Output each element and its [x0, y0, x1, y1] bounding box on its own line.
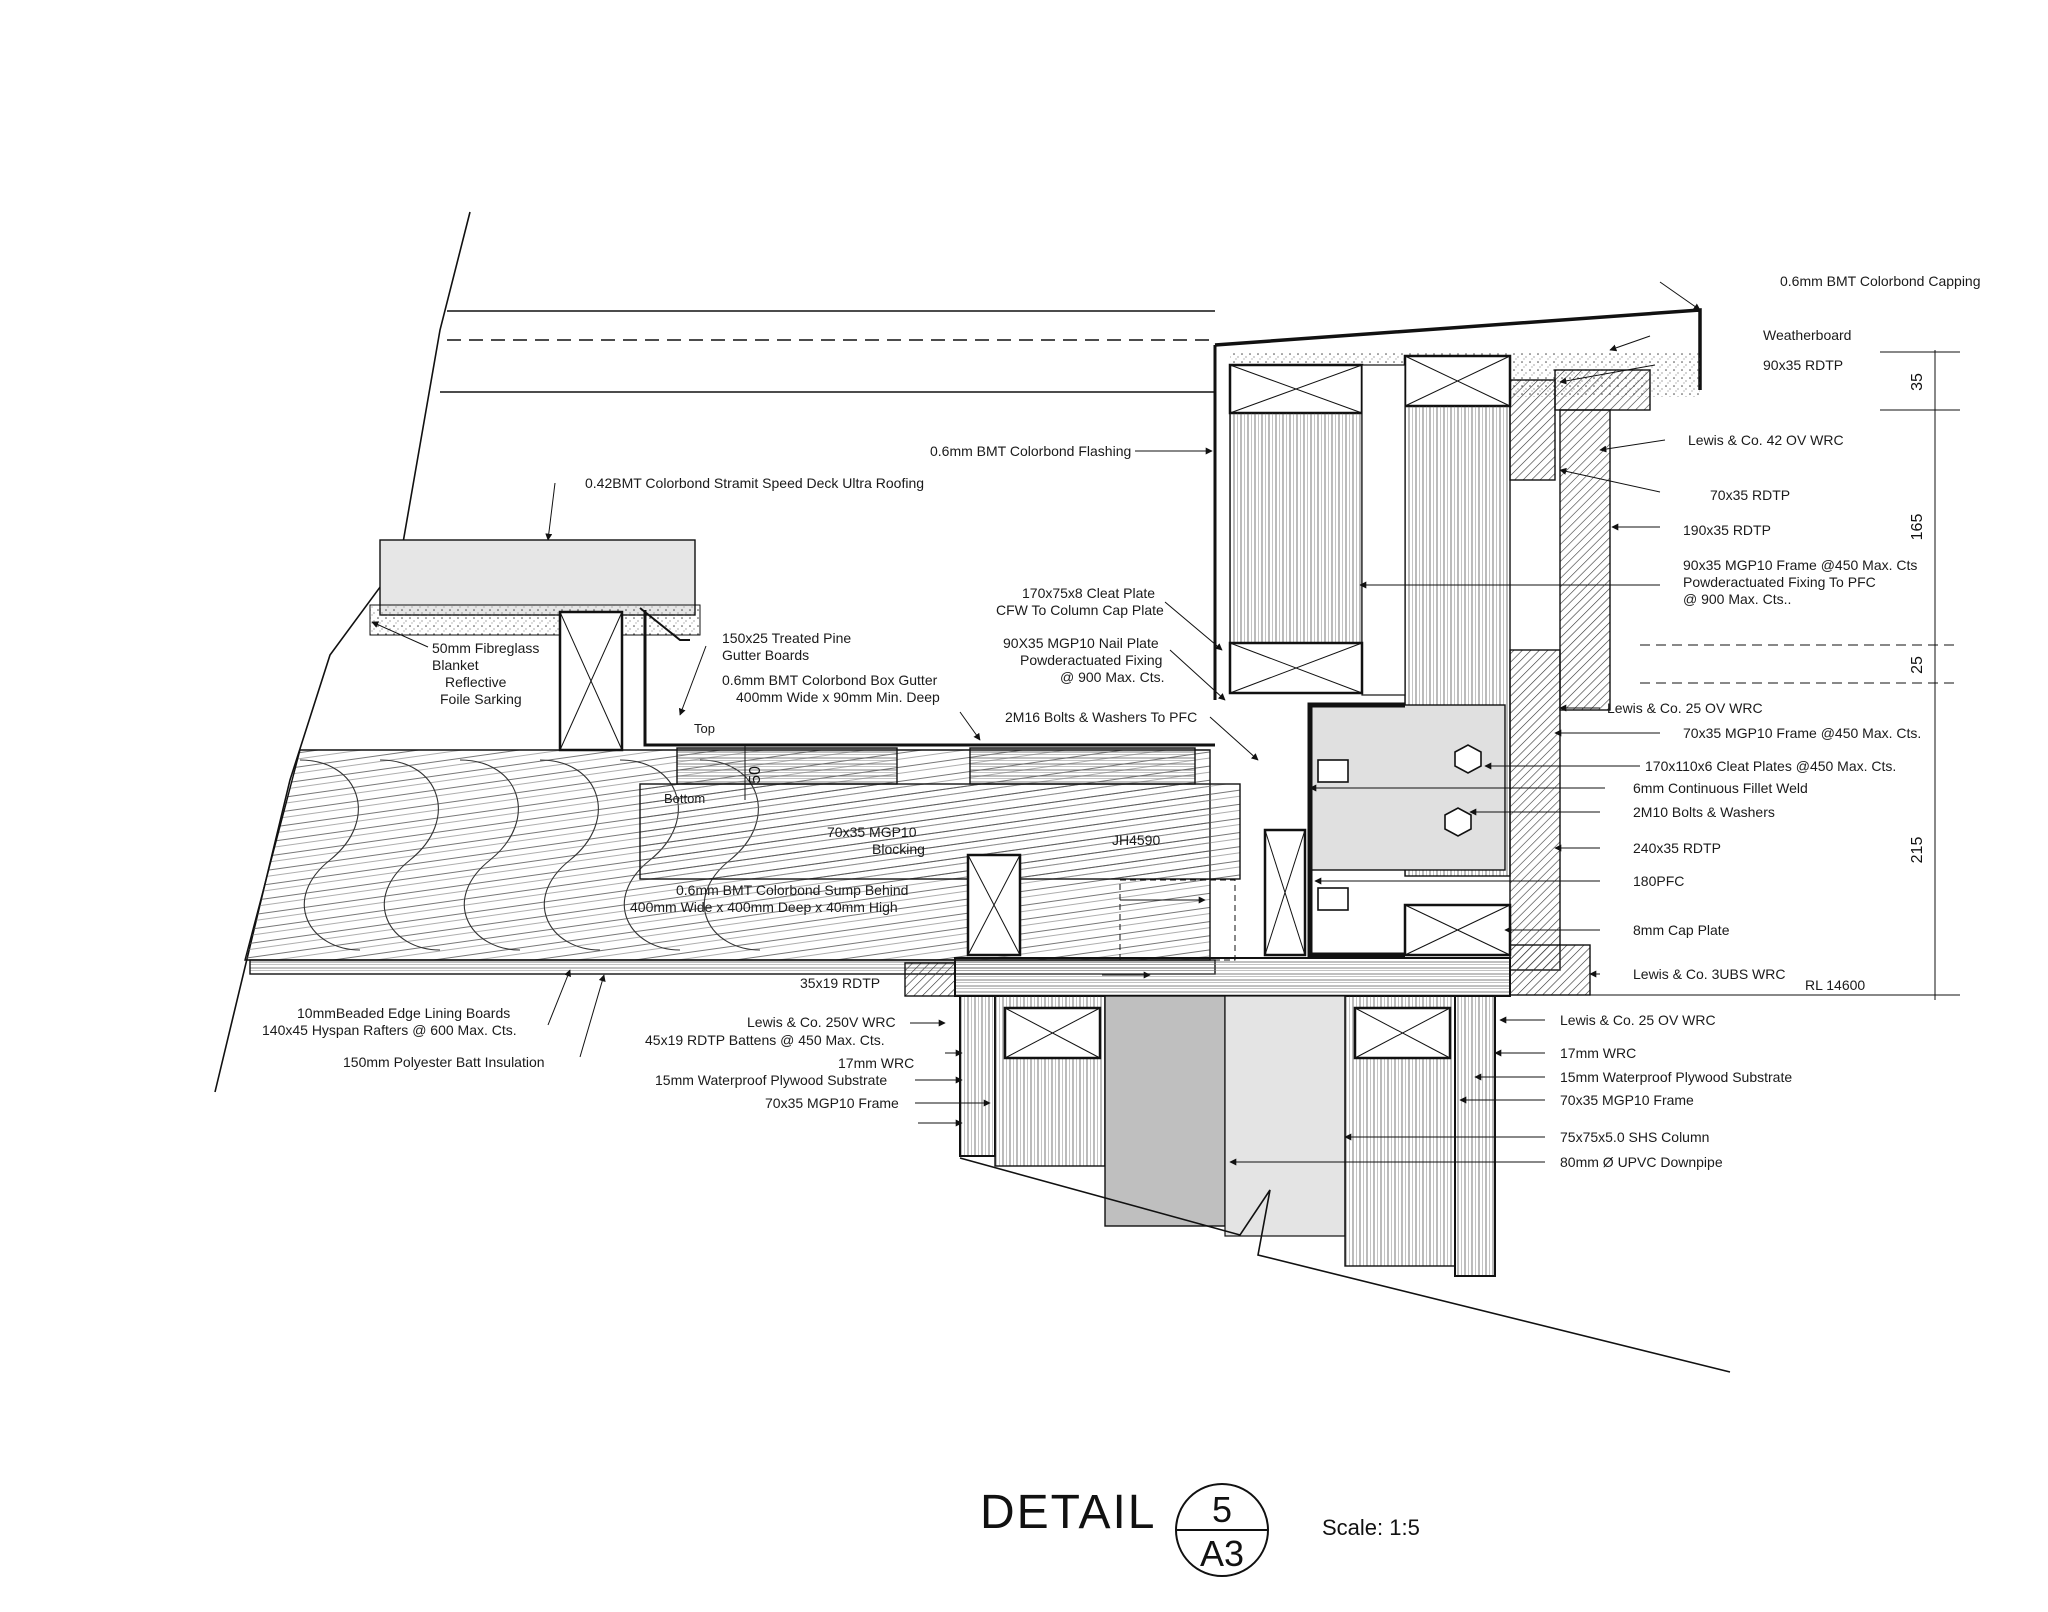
label-batt: 150mm Polyester Batt Insulation	[343, 1054, 545, 1070]
label-box-gutter-2: 400mm Wide x 90mm Min. Deep	[736, 689, 940, 705]
label-wrc17: 17mm WRC	[1560, 1045, 1636, 1061]
label-gutter-boards-2: Gutter Boards	[722, 647, 809, 663]
label-gutter-boards: 150x25 Treated Pine	[722, 630, 851, 646]
label-plywood15: 15mm Waterproof Plywood Substrate	[655, 1072, 887, 1088]
detail-scale: Scale: 1:5	[1322, 1515, 1420, 1540]
label-frame7035: 70x35 MGP10 Frame @450 Max. Cts.	[1683, 725, 1921, 741]
label-lewis42: Lewis & Co. 42 OV WRC	[1688, 432, 1844, 448]
label-blanket-2: Blanket	[432, 657, 479, 673]
label-blanket-3: Reflective	[445, 674, 507, 690]
left-annotations: 0.42BMT Colorbond Stramit Speed Deck Ult…	[262, 443, 1197, 1111]
label-rdtp9035: 90x35 RDTP	[1763, 357, 1843, 373]
label-rdtp-3519: 35x19 RDTP	[800, 975, 880, 991]
label-cleats: 170x110x6 Cleat Plates @450 Max. Cts.	[1645, 758, 1896, 774]
label-rl: RL 14600	[1805, 977, 1865, 993]
label-rdtp7035: 70x35 RDTP	[1710, 487, 1790, 503]
label-cleat: 170x75x8 Cleat Plate	[1022, 585, 1155, 601]
label-capplate: 8mm Cap Plate	[1633, 922, 1730, 938]
dimension-lines	[744, 350, 1960, 1000]
label-frame7035: 70x35 MGP10 Frame	[765, 1095, 899, 1111]
label-roofing: 0.42BMT Colorbond Stramit Speed Deck Ult…	[585, 475, 924, 491]
label-frame9035: 90x35 MGP10 Frame @450 Max. Cts	[1683, 557, 1917, 573]
label-pfc: 180PFC	[1633, 873, 1684, 889]
roof-assembly	[214, 211, 1241, 1093]
label-weld: 6mm Continuous Fillet Weld	[1633, 780, 1808, 796]
label-downpipe: 80mm Ø UPVC Downpipe	[1560, 1154, 1723, 1170]
right-annotations: 0.6mm BMT Colorbond Capping Weatherboard…	[1560, 273, 1981, 1170]
label-jh: JH4590	[1112, 832, 1160, 848]
label-lewis25: Lewis & Co. 25 OV WRC	[1607, 700, 1763, 716]
label-blanket-4: Foile Sarking	[440, 691, 522, 707]
lower-wall-assembly	[959, 995, 1731, 1373]
label-bottom: Bottom	[664, 791, 705, 806]
label-flashing: 0.6mm BMT Colorbond Flashing	[930, 443, 1131, 459]
label-box-gutter: 0.6mm BMT Colorbond Box Gutter	[722, 672, 938, 688]
label-wrc17: 17mm WRC	[838, 1055, 914, 1071]
dim-35: 35	[1909, 373, 1926, 391]
label-capping: 0.6mm BMT Colorbond Capping	[1780, 273, 1981, 289]
label-bolts: 2M16 Bolts & Washers To PFC	[1005, 709, 1197, 725]
label-cleat-2: CFW To Column Cap Plate	[996, 602, 1164, 618]
label-shs: 75x75x5.0 SHS Column	[1560, 1129, 1709, 1145]
label-blocking: 70x35 MGP10	[827, 824, 917, 840]
label-weatherboard: Weatherboard	[1763, 327, 1851, 343]
label-plywood15: 15mm Waterproof Plywood Substrate	[1560, 1069, 1792, 1085]
label-frame7035-b: 70x35 MGP10 Frame	[1560, 1092, 1694, 1108]
label-blocking-2: Blocking	[872, 841, 925, 857]
dim-165: 165	[1909, 514, 1926, 541]
label-frame9035-b: Powderactuated Fixing To PFC	[1683, 574, 1876, 590]
label-lewis25-b: Lewis & Co. 25 OV WRC	[1560, 1012, 1716, 1028]
label-lining: 10mmBeaded Edge Lining Boards	[297, 1005, 510, 1021]
label-sump-2: 400mm Wide x 400mm Deep x 40mm High	[630, 899, 898, 915]
label-nailplate: 90X35 MGP10 Nail Plate	[1003, 635, 1159, 651]
label-rdtp24035: 240x35 RDTP	[1633, 840, 1721, 856]
label-nailplate-3: @ 900 Max. Cts.	[1060, 669, 1164, 685]
label-lewis3ubs: Lewis & Co. 3UBS WRC	[1633, 966, 1785, 982]
detail-number: 5	[1212, 1489, 1232, 1530]
dim-50: 50	[747, 766, 764, 784]
dimension-text: 35 165 25 215 50	[747, 373, 1926, 863]
label-bolts: 2M10 Bolts & Washers	[1633, 804, 1775, 820]
leader-lines	[371, 281, 1701, 1166]
detail-sheet: A3	[1200, 1533, 1244, 1574]
label-frame9035-c: @ 900 Max. Cts..	[1683, 591, 1791, 607]
title-block: DETAIL 5 A3 Scale: 1:5	[980, 1483, 1420, 1577]
label-lewis250v: Lewis & Co. 250V WRC	[747, 1014, 896, 1030]
dim-215: 215	[1909, 837, 1926, 864]
label-sump: 0.6mm BMT Colorbond Sump Behind	[676, 882, 908, 898]
detail-title: DETAIL	[980, 1486, 1156, 1539]
label-rdtp19035: 190x35 RDTP	[1683, 522, 1771, 538]
label-battens: 45x19 RDTP Battens @ 450 Max. Cts.	[645, 1032, 885, 1048]
label-nailplate-2: Powderactuated Fixing	[1020, 652, 1162, 668]
label-blanket: 50mm Fibreglass	[432, 640, 539, 656]
label-top: Top	[694, 721, 715, 736]
dim-25: 25	[1909, 656, 1926, 674]
label-rafters: 140x45 Hyspan Rafters @ 600 Max. Cts.	[262, 1022, 517, 1038]
